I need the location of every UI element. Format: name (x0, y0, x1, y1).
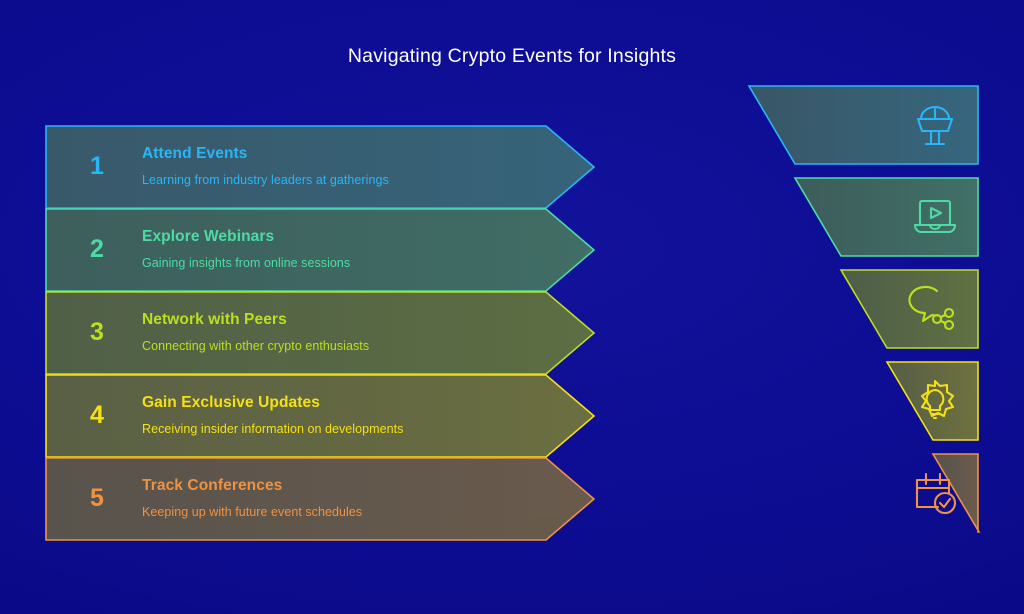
step-title: Network with Peers (142, 311, 287, 328)
step-description: Learning from industry leaders at gather… (142, 173, 389, 187)
step-number: 5 (90, 483, 104, 512)
step-arrow-shape (45, 291, 596, 375)
funnel-band-shape (793, 177, 979, 257)
funnel-band-shape (885, 361, 979, 441)
step-arrow-shape (45, 374, 596, 458)
gear-bulb-icon (907, 373, 963, 429)
step-description: Receiving insider information on develop… (142, 422, 404, 436)
page-title: Navigating Crypto Events for Insights (347, 45, 677, 67)
step-title: Track Conferences (142, 477, 283, 494)
step-number: 2 (90, 234, 104, 263)
step-arrow-shape (45, 457, 596, 541)
step-description: Keeping up with future event schedules (142, 505, 363, 519)
laptop-play-icon (907, 189, 963, 245)
funnel-band[interactable] (735, 85, 990, 172)
funnel-band[interactable] (735, 269, 990, 356)
funnel-band[interactable] (735, 177, 990, 264)
step-title: Explore Webinars (142, 228, 275, 245)
funnel-band[interactable] (735, 453, 990, 540)
step-number: 4 (90, 400, 104, 429)
step-title: Gain Exclusive Updates (142, 394, 320, 411)
funnel-panel (735, 85, 990, 550)
funnel-band-shape (931, 453, 981, 533)
step-number: 3 (90, 317, 104, 346)
step-title: Attend Events (142, 145, 248, 162)
funnel-band-shape (839, 269, 979, 349)
step-description: Connecting with other crypto enthusiasts (142, 339, 370, 353)
step-arrow-shape (45, 125, 596, 209)
calendar-check-icon (907, 465, 963, 521)
speech-network-icon (907, 281, 963, 337)
step-description: Gaining insights from online sessions (142, 256, 351, 270)
funnel-band-shape (747, 85, 979, 165)
podium-icon (907, 97, 963, 153)
funnel-band[interactable] (735, 361, 990, 448)
step-arrow-shape (45, 208, 596, 292)
step-number: 1 (90, 151, 104, 180)
